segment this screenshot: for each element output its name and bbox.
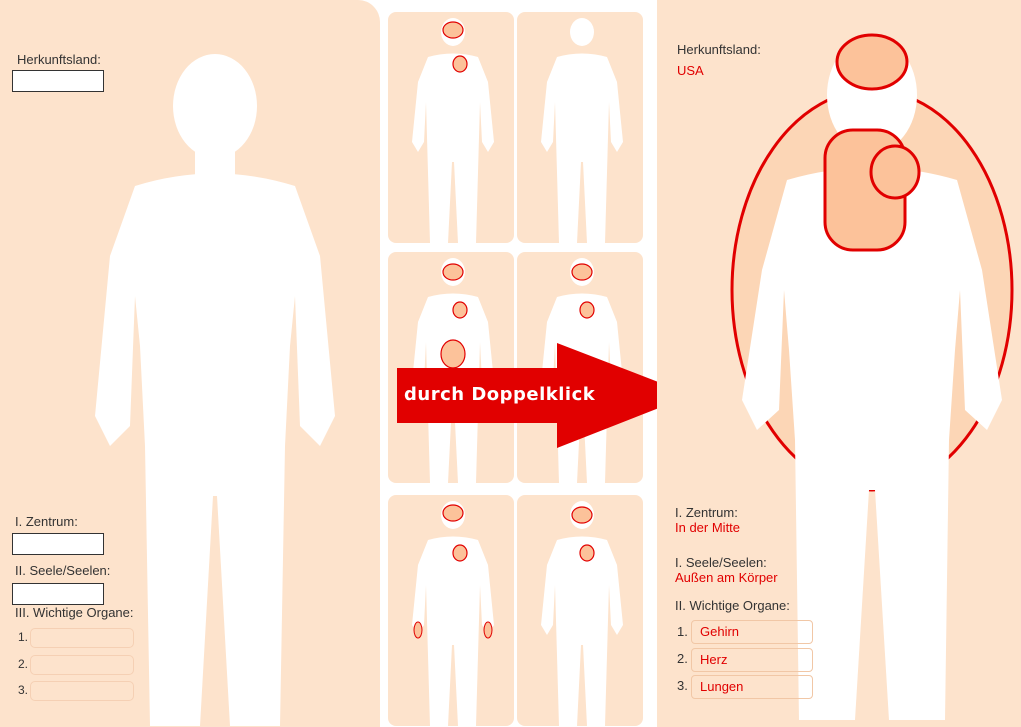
center-value: In der Mitte: [675, 520, 740, 535]
thumbnail-card[interactable]: [388, 495, 514, 726]
center-label: I. Zentrum:: [15, 514, 78, 529]
organ-field-1[interactable]: Gehirn: [691, 620, 813, 644]
organ-number-1: 1.: [18, 630, 28, 644]
organ-number-3: 3.: [18, 683, 28, 697]
organ-name-1: Gehirn: [700, 624, 739, 639]
organ-field-2[interactable]: [30, 655, 134, 675]
arrow-label: durch Doppelklick: [404, 384, 595, 405]
soul-label: II. Seele/Seelen:: [15, 563, 110, 578]
heart-marker: [871, 146, 919, 198]
organs-label: II. Wichtige Organe:: [675, 598, 790, 613]
organ-number-2: 2.: [677, 651, 688, 666]
body-silhouette: [95, 46, 335, 726]
center-label: I. Zentrum:: [675, 505, 738, 520]
thumbnail-card[interactable]: [388, 12, 514, 243]
soul-value: Außen am Körper: [675, 570, 778, 585]
organ-name-3: Lungen: [700, 679, 743, 694]
soul-label: I. Seele/Seelen:: [675, 555, 767, 570]
thumbnail-card[interactable]: [517, 12, 643, 243]
organs-label: III. Wichtige Organe:: [15, 605, 134, 620]
blank-form-panel: Herkunftsland: I. Zentrum: II. Seele/See…: [0, 0, 380, 727]
origin-value: USA: [677, 63, 704, 78]
origin-label: Herkunftsland:: [677, 42, 761, 57]
thumbnail-card[interactable]: [517, 495, 643, 726]
detail-body: [717, 20, 1017, 720]
organ-number-2: 2.: [18, 657, 28, 671]
organ-number-1: 1.: [677, 624, 688, 639]
thumbnail-body: [537, 495, 627, 726]
thumbnail-body: [408, 12, 498, 243]
organ-field-2[interactable]: Herz: [691, 648, 813, 672]
brain-marker: [837, 35, 907, 89]
organ-name-2: Herz: [700, 652, 727, 667]
organ-field-3[interactable]: Lungen: [691, 675, 813, 699]
thumbnail-body: [408, 495, 498, 726]
organ-number-3: 3.: [677, 678, 688, 693]
thumbnail-body: [537, 12, 627, 243]
organ-field-1[interactable]: [30, 628, 134, 648]
origin-field[interactable]: [12, 70, 104, 92]
origin-label: Herkunftsland:: [17, 52, 101, 67]
center-field[interactable]: [12, 533, 104, 555]
detail-form-panel: Herkunftsland: USA I. Zentrum: In der Mi…: [657, 0, 1021, 727]
organ-field-3[interactable]: [30, 681, 134, 701]
soul-field[interactable]: [12, 583, 104, 605]
